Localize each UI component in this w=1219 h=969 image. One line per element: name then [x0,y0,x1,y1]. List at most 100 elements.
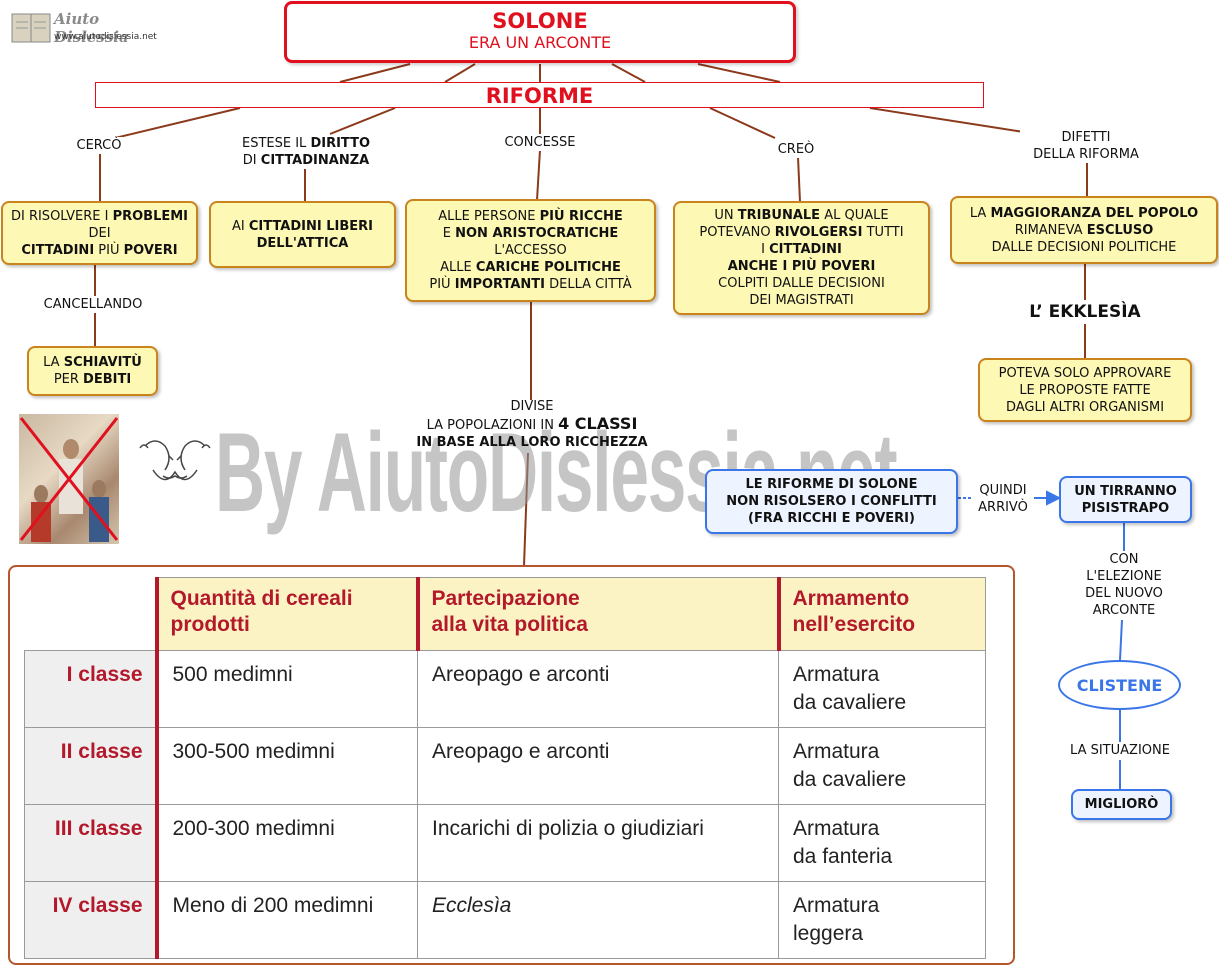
t: L'ACCESSO [494,243,567,258]
riforme-label: RIFORME [485,84,594,108]
t: ESCLUSO [1086,222,1154,238]
t: CITTADINI [21,242,95,258]
difetti-2: DELLA RIFORMA [1033,147,1139,162]
logo-url: www.aiutodislessia.net [54,32,157,42]
t: SCHIAVITÙ [63,355,142,370]
t: Armamento [792,587,910,610]
solone-painting-image [19,414,119,544]
t: L'ELEZIONE [1086,569,1162,584]
difetti-1: DIFETTI [1061,130,1111,145]
label-cerco: CERCÒ [66,137,132,154]
t: DEL NUOVO [1085,586,1163,601]
row-class: I classe [24,650,159,728]
t: DI RISOLVERE I [10,208,113,224]
t: CITTADINI [769,242,842,257]
table-row: I classe 500 medimni Areopago e arconti … [24,650,986,728]
t: da cavaliere [793,768,907,791]
t: DIVISE [510,399,554,414]
table-row: II classe 300-500 medimni Areopago e arc… [24,727,986,805]
t: PIÙ RICCHE [539,209,623,224]
t: alla vita politica [431,613,588,636]
logo-title: Aiuto Dislessia [54,10,129,46]
t: 4 CLASSI [558,414,638,433]
cell-politica: Ecclesìa [417,881,779,959]
t: MAGGIORANZA DEL POPOLO [990,205,1199,221]
t: leggera [793,922,864,945]
t: Armatura [793,663,880,686]
node-miglioro: MIGLIORÒ [1071,789,1172,820]
t: LA [969,205,991,221]
solone-title-box: SOLONE ERA UN ARCONTE [284,1,796,63]
page-subtitle: ERA UN ARCONTE [468,33,612,52]
t: POTEVANO [699,225,775,240]
t: AL QUALE [820,208,889,223]
t: PIÙ [94,242,124,258]
table-row: III classe 200-300 medimni Incarichi di … [24,804,986,882]
t: RIMANEVA [1014,222,1087,238]
estese-c: DI [242,153,261,168]
t: DELL'ATTICA [256,235,349,251]
red-cross-icon [19,417,119,542]
t: CITTADINI LIBERI [248,218,373,234]
cell-politica: Areopago e arconti [417,650,779,728]
t: Armatura [793,740,880,763]
label-cancellando: CANCELLANDO [32,296,154,313]
t: Armatura [793,894,880,917]
book-icon [11,13,51,43]
t: Partecipazione [431,587,580,610]
t: (FRA RICCHI E POVERI) [748,511,915,526]
t: prodotti [170,613,250,636]
t: Quantità di cereali [170,587,353,610]
estese-d: CITTADINANZA [260,153,370,168]
t: I [761,242,770,257]
t: LA [43,355,64,370]
riforme-bar: RIFORME [95,82,984,108]
row-class: IV classe [24,881,159,959]
cell-cereali: Meno di 200 medimni [156,881,418,959]
t: PER [53,372,84,387]
t: ANCHE I PIÙ POVERI [727,259,876,274]
t: DEI [88,225,111,241]
t: POVERI [123,242,178,258]
table-header-row: Quantità di cereali prodotti Partecipazio… [24,577,986,651]
t: ARCONTE [1092,603,1156,618]
row-class: III classe [24,804,159,882]
header-armamento: Armamento nell’esercito [776,577,986,651]
t: TRIBUNALE [737,208,821,223]
header-cereali: Quantità di cereali prodotti [154,577,418,651]
t: LE PROPOSTE FATTE [1019,382,1151,398]
label-ekklesia: L’ EKKLESÌA [1010,301,1160,323]
node-clistene: CLISTENE [1058,660,1181,710]
t: DAGLI ALTRI ORGANISMI [1005,399,1165,415]
t: PISISTRAPO [1081,500,1170,516]
header-blank [24,577,157,651]
row-class: II classe [24,727,159,805]
t: QUINDI [979,483,1027,498]
label-difetti: DIFETTI DELLA RIFORMA [1020,129,1152,163]
t: IMPORTANTI [454,277,545,292]
t: DELLA CITTÀ [545,277,632,292]
cell-cereali: 200-300 medimni [156,804,418,882]
t: Armatura [793,817,880,840]
t: LE RIFORME DI SOLONE [745,477,918,492]
site-logo: Aiuto Dislessia www.aiutodislessia.net [10,8,165,48]
estese-a: ESTESE IL [242,136,311,151]
t: DEI MAGISTRATI [749,293,854,308]
t: UN TIRRANNO [1074,483,1177,499]
cell-armamento: Armatura da cavaliere [778,727,986,805]
t: nell’esercito [792,613,916,636]
label-situazione: LA SITUAZIONE [1050,742,1190,759]
t: PIÙ [429,277,455,292]
